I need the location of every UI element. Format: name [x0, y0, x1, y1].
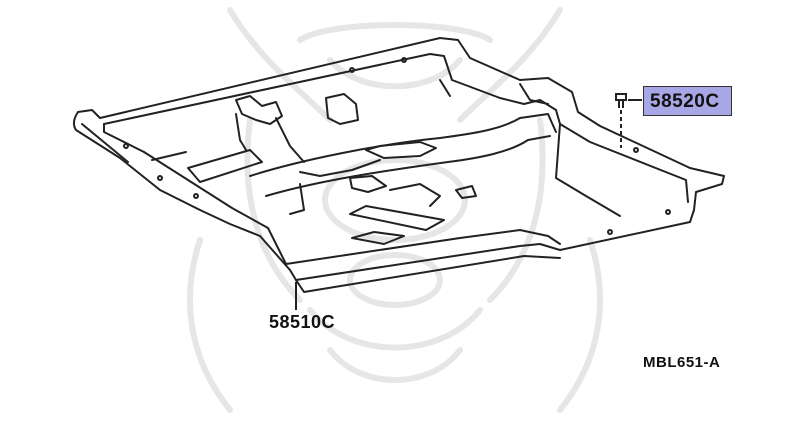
part-number-58520-label[interactable]: 58520C: [643, 86, 732, 116]
part-number-58510-label[interactable]: 58510C: [269, 312, 336, 332]
diagram-code: MBL651-A: [643, 354, 721, 371]
